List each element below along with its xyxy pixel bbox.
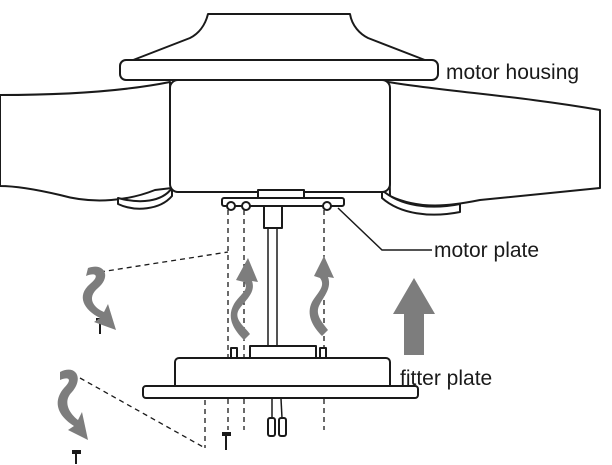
motor-coupling [263,205,283,229]
screw-icon [226,201,236,211]
screw-icon [322,201,332,211]
left-blade [0,81,173,202]
screw-icon [72,450,81,464]
wire-connector [278,417,287,437]
twist-arrow-icon [309,256,334,336]
label-fitter-plate: fitter plate [400,367,492,390]
label-motor-plate: motor plate [434,239,539,262]
twist-arrow-icon [57,369,88,440]
screw-icon [241,201,251,211]
twist-arrows [57,256,334,440]
motor-housing [119,13,439,193]
left-blade-hub [117,187,173,210]
screw-icon [230,347,238,359]
right-blade [387,81,601,207]
motor-plate-leader-line [337,207,432,251]
screw-guide-lines [79,210,325,449]
motor-plate [221,189,345,229]
fitter-plate-flange [142,385,419,399]
twist-arrow-icon [230,258,258,340]
motor-housing-rim [119,59,439,81]
motor-housing-body [169,79,391,193]
fan-blades [0,81,601,216]
screw-icon [222,432,231,450]
fitter-plate [142,345,419,399]
twist-arrow-icon [82,266,116,330]
guide-line [79,377,206,449]
down-rod [267,228,287,437]
label-motor-housing: motor housing [446,61,579,84]
wire-connector [267,417,276,437]
guide-line [99,251,229,273]
up-arrow-icon [393,278,435,355]
screw-icon [319,347,327,359]
motor-housing-dome [127,13,431,63]
right-blade-hub [381,189,461,216]
